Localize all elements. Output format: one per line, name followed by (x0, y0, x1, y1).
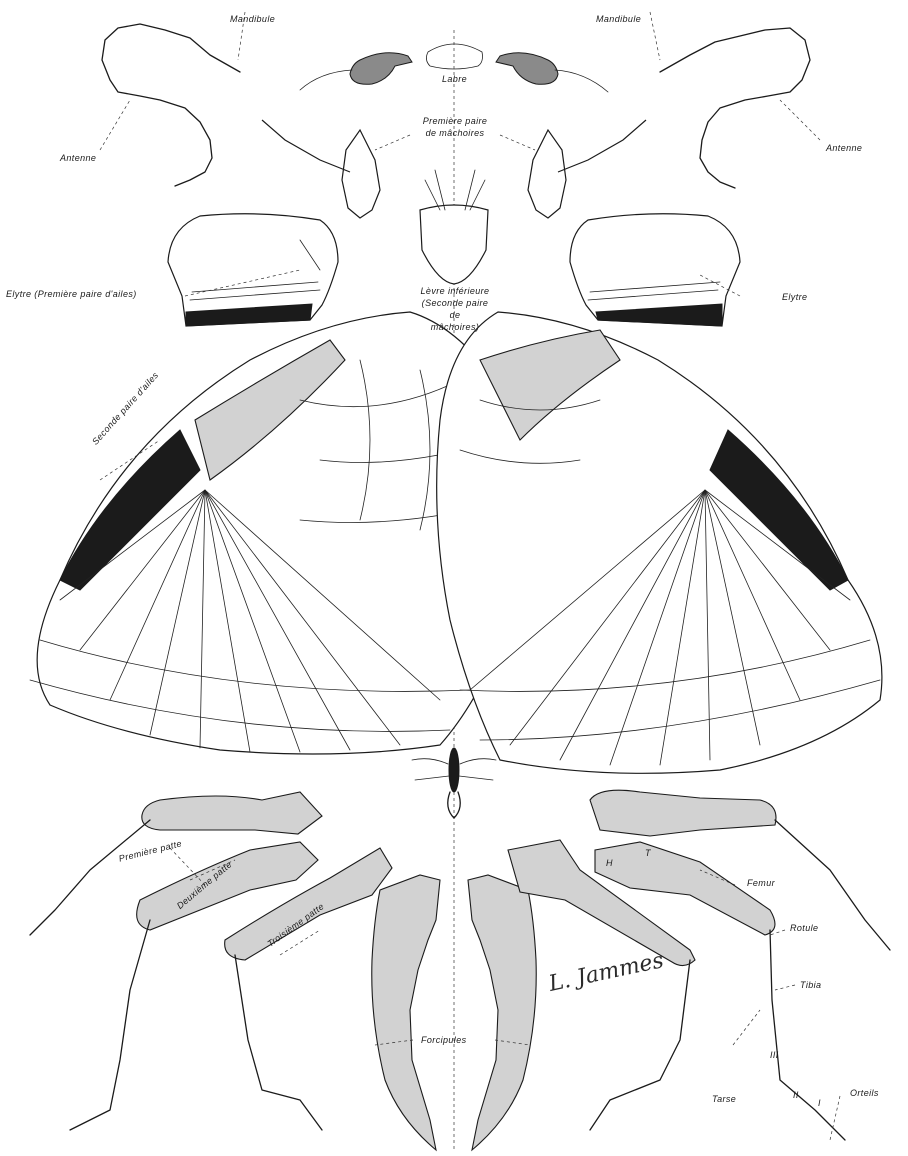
label-antenne-right: Antenne (826, 143, 862, 153)
antenna-right-drawing (660, 28, 810, 188)
label-forcipules: Forcipules (421, 1035, 467, 1045)
mandibule-left-drawing (350, 53, 412, 84)
label-premiere-paire-machoires-2: de mâchoires (400, 128, 510, 138)
label-levre-4: mâchoires) (400, 322, 510, 332)
label-letter-t: T (645, 848, 651, 858)
whole-earwig-drawing (412, 748, 496, 818)
label-orteils: Orteils (850, 1088, 879, 1098)
label-roman-1: I (818, 1098, 821, 1108)
label-premiere-paire-machoires-1: Première paire (400, 116, 510, 126)
mandibule-right-drawing (496, 53, 558, 84)
label-letter-h: H (606, 858, 613, 868)
label-tarse: Tarse (712, 1094, 736, 1104)
label-elytre-left: Elytre (Première paire d'ailes) (6, 289, 137, 299)
label-mandibule-right: Mandibule (596, 14, 641, 24)
label-tibia: Tibia (800, 980, 821, 990)
label-levre-2: (Seconde paire (400, 298, 510, 308)
label-levre-3: de (400, 310, 510, 320)
label-roman-2: II (793, 1090, 799, 1100)
label-rotule: Rotule (790, 923, 818, 933)
leg-1-left-drawing (142, 792, 322, 834)
label-roman-3: III (770, 1050, 779, 1060)
forcipule-right-drawing (468, 875, 536, 1150)
forcipule-left-drawing (372, 875, 440, 1150)
label-levre-1: Lèvre inférieure (400, 286, 510, 296)
maxilla-right-drawing (528, 120, 646, 218)
maxilla-left-drawing (262, 120, 380, 218)
label-femur: Femur (747, 878, 775, 888)
label-elytre-right: Elytre (782, 292, 807, 302)
antenna-left-drawing (102, 24, 240, 186)
levre-inferieure-drawing (420, 205, 488, 284)
label-mandibule-left: Mandibule (230, 14, 275, 24)
labre-drawing (426, 44, 482, 69)
label-antenne-left: Antenne (60, 153, 96, 163)
leg-1-right-drawing (590, 790, 776, 836)
label-labre: Labre (442, 74, 467, 84)
